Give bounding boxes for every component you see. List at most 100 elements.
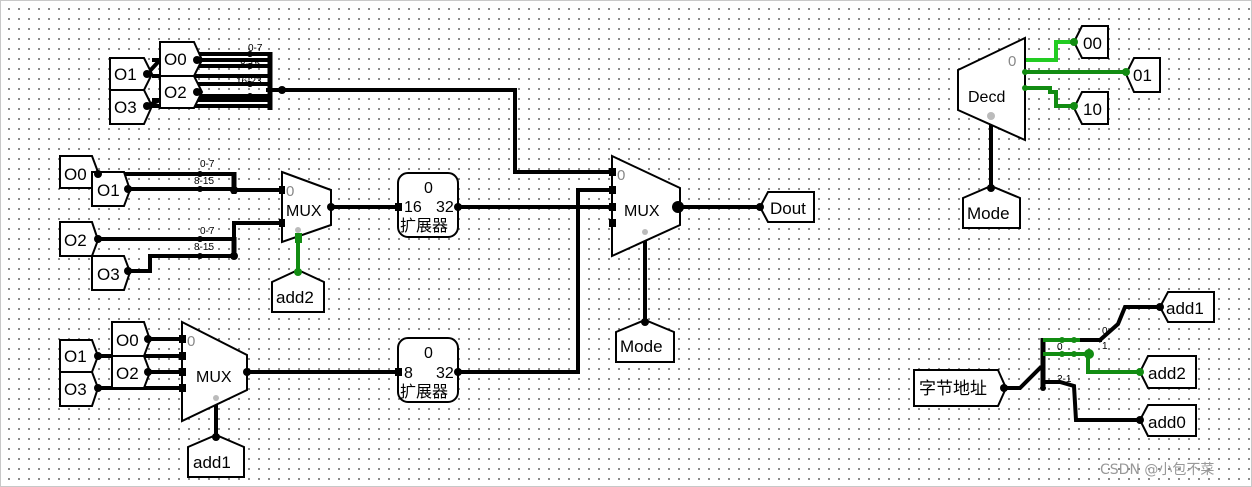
extender-port <box>395 368 402 376</box>
extender-8[interactable]: 0 8 32 扩展器 <box>395 337 459 403</box>
extender-16-sel: 0 <box>424 180 433 197</box>
mux-main-label: MUX <box>624 203 660 220</box>
mux-select-led <box>642 229 648 235</box>
mux-16bit-label: MUX <box>286 203 322 220</box>
mux-16bit[interactable]: 0 MUX <box>279 170 332 244</box>
pin-o2-mid[interactable]: O2 <box>59 221 100 257</box>
pin-o2-label: O2 <box>116 364 139 383</box>
splitter-label-2-1: 2-1 <box>1057 374 1072 385</box>
pin-o3-label: O3 <box>114 98 137 117</box>
mux-select-port <box>295 233 302 243</box>
pin-dout[interactable]: Dout <box>758 191 815 223</box>
mux-port <box>179 384 186 392</box>
splitter-label-0-7: 0-7 <box>248 43 263 54</box>
pin-mode-main[interactable]: Mode <box>615 318 675 363</box>
extender-8-name: 扩展器 <box>400 383 448 401</box>
pin-o1-top[interactable]: O1 <box>109 57 154 91</box>
pin-mode-label: Mode <box>620 337 663 356</box>
pin-o2-top[interactable]: O2 <box>159 75 204 109</box>
mux-port <box>279 186 285 194</box>
decoder[interactable]: 0 Decd <box>957 36 1026 142</box>
extender-port <box>395 203 402 211</box>
pin-o3-top[interactable]: O3 <box>109 89 154 125</box>
pin-add0-right[interactable]: add0 <box>1138 404 1197 437</box>
splitter-label-1: 1 <box>1102 341 1108 352</box>
pin-add2-right[interactable]: add2 <box>1138 355 1197 389</box>
pin-o3-bot[interactable]: O3 <box>59 371 100 407</box>
mux-8bit[interactable]: 0 MUX <box>179 320 248 423</box>
mux-16bit-zero: 0 <box>286 183 294 200</box>
splitter-label-0-7: 0-7 <box>200 226 215 237</box>
pin-add0-label: add0 <box>1148 413 1186 432</box>
pin-add1-label: add1 <box>193 453 231 472</box>
mux-port <box>279 219 285 227</box>
mux-8bit-label: MUX <box>196 369 232 386</box>
pin-o0-bot[interactable]: O0 <box>111 321 152 357</box>
extender-16[interactable]: 0 16 32 扩展器 <box>395 172 459 238</box>
pin-dec-10-label: 10 <box>1083 100 1102 119</box>
pin-byte-address[interactable]: 字节地址 <box>913 369 1008 407</box>
pin-o2-label: O2 <box>164 83 187 102</box>
wires <box>96 52 1162 439</box>
pin-o3-label: O3 <box>97 265 120 284</box>
pin-add2-label: add2 <box>1148 364 1186 383</box>
pin-dec-00-label: 00 <box>1083 34 1102 53</box>
pin-o2-bot[interactable]: O2 <box>111 355 152 389</box>
pin-add2-mid[interactable]: add2 <box>271 268 325 313</box>
splitter-mid: 0-7 8-15 0-7 8-15 <box>194 159 215 253</box>
mux-port <box>609 186 616 194</box>
decoder-select-led <box>987 112 995 120</box>
pin-o0-mid[interactable]: O0 <box>59 155 100 189</box>
pin-o0-label: O0 <box>64 165 87 184</box>
pin-o1-label: O1 <box>64 347 87 366</box>
splitter-label-0: 0 <box>1057 342 1063 353</box>
splitter-byte-address: 0 0 1 2-1 <box>1057 326 1108 385</box>
pin-o3-mid[interactable]: O3 <box>91 255 132 291</box>
junction-dots <box>94 38 1164 441</box>
extender-16-in: 16 <box>404 199 422 216</box>
extender-8-out: 32 <box>436 365 454 382</box>
decoder-label: Decd <box>968 89 1005 106</box>
pin-byte-address-label: 字节地址 <box>919 379 987 398</box>
mux-select-led <box>295 227 301 233</box>
mux-main[interactable]: 0 MUX <box>609 154 681 258</box>
pin-dec-00[interactable]: 00 <box>1072 25 1109 59</box>
pin-o1-label: O1 <box>97 181 120 200</box>
mux-port <box>609 219 616 227</box>
extender-8-in: 8 <box>404 365 413 382</box>
pin-o1-bot[interactable]: O1 <box>59 339 100 373</box>
watermark: CSDN @小包不菜 <box>1100 462 1214 478</box>
pin-dec-01[interactable]: 01 <box>1124 57 1161 93</box>
pin-dec-10[interactable]: 10 <box>1072 91 1109 125</box>
pin-o0-top[interactable]: O0 <box>159 41 204 77</box>
pin-o2-label: O2 <box>64 231 87 250</box>
decoder-zero: 0 <box>1008 53 1016 70</box>
splitter-label-8-15: 8-15 <box>194 242 214 253</box>
mux-select-led <box>213 395 219 401</box>
pin-add1-right[interactable]: add1 <box>1158 291 1215 323</box>
splitter-label-0: 0 <box>1102 326 1108 337</box>
pin-o3-label: O3 <box>64 380 87 399</box>
mux-port <box>179 352 186 360</box>
pin-o1-mid[interactable]: O1 <box>91 171 132 207</box>
extender-16-out: 32 <box>436 199 454 216</box>
splitter-label-24-31: 24-31 <box>236 94 262 105</box>
pin-o0-label: O0 <box>164 50 187 69</box>
pin-dout-label: Dout <box>770 199 806 218</box>
mux-port <box>179 335 186 343</box>
pin-o0-label: O0 <box>116 331 139 350</box>
extender-16-name: 扩展器 <box>400 217 448 235</box>
pin-add1-label: add1 <box>1166 299 1204 318</box>
mux-port <box>179 368 186 376</box>
mux-port <box>609 203 616 211</box>
extender-8-sel: 0 <box>424 345 433 362</box>
pin-add1-bot[interactable]: add1 <box>187 433 245 478</box>
pin-mode-label: Mode <box>967 204 1010 223</box>
pin-mode-decoder[interactable]: Mode <box>962 184 1021 229</box>
mux-port <box>609 168 616 176</box>
mux-main-zero: 0 <box>617 167 625 184</box>
splitter-label-8-15: 8-15 <box>194 176 214 187</box>
pin-dec-01-label: 01 <box>1133 66 1152 85</box>
mux-8bit-zero: 0 <box>187 333 195 350</box>
